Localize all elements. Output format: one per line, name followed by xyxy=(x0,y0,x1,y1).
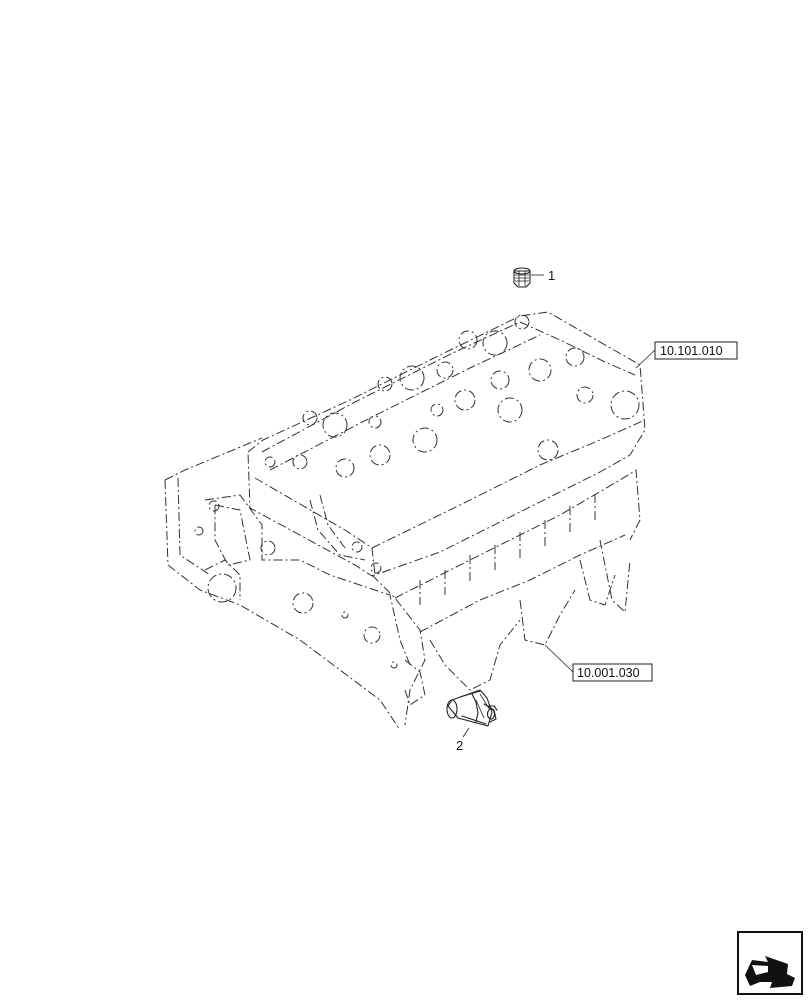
reference-box-10-101-010[interactable]: 10.101.010 xyxy=(654,341,738,360)
part-1-plug xyxy=(513,267,531,288)
return-arrow-icon[interactable] xyxy=(737,931,803,995)
callout-1: 1 xyxy=(548,268,555,283)
leader-lines xyxy=(462,274,656,738)
callout-2: 2 xyxy=(456,738,463,753)
part-2-pressure-switch xyxy=(446,689,498,727)
reference-label-10-001-030: 10.001.030 xyxy=(577,666,640,680)
reference-label-10-101-010: 10.101.010 xyxy=(660,344,723,358)
reference-box-10-001-030[interactable]: 10.001.030 xyxy=(572,663,653,682)
engine-block-outline xyxy=(164,311,646,731)
